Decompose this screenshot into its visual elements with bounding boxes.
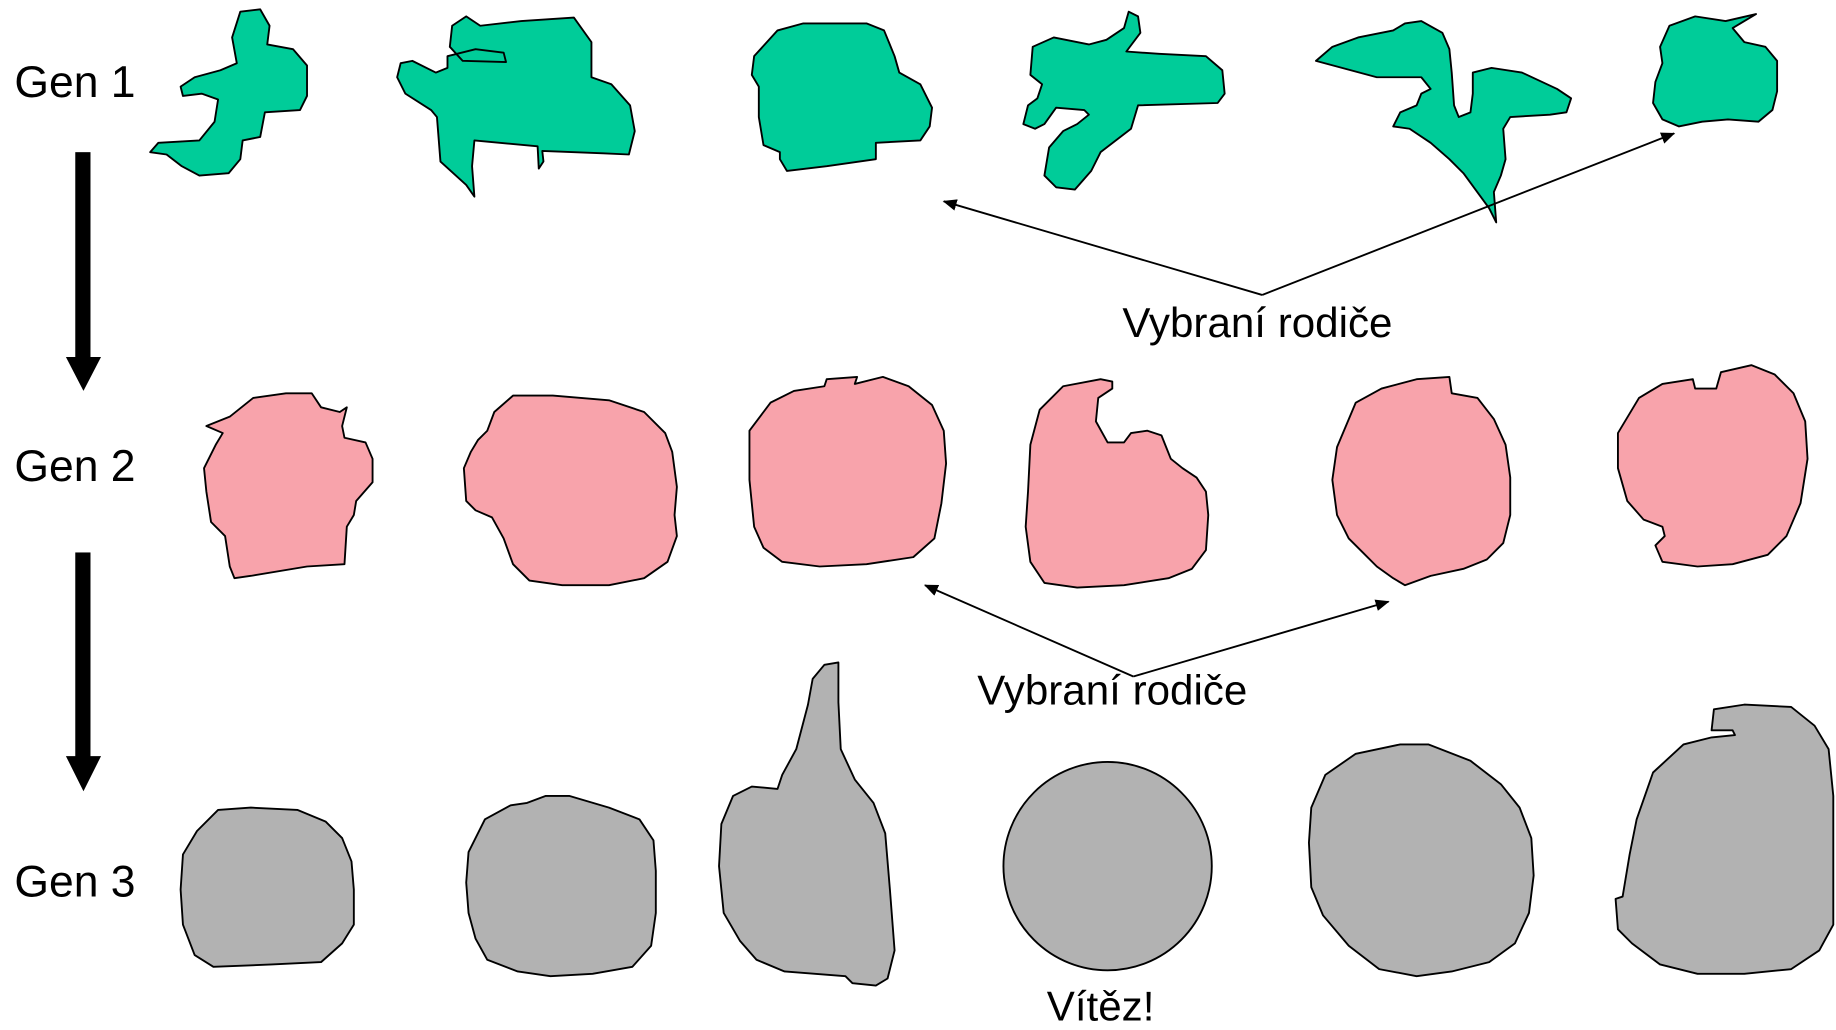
gen3-label: Gen 3 — [14, 858, 135, 907]
gen3-shape-1 — [181, 808, 354, 967]
gen2-shape-5 — [1332, 377, 1510, 585]
gen1-label: Gen 1 — [14, 58, 135, 107]
gen1-parents-label: Vybraní rodiče — [1122, 299, 1392, 346]
gen1-shape-1 — [150, 9, 307, 175]
generation-arrow-2 — [66, 552, 101, 791]
gen2-shape-6 — [1618, 365, 1808, 566]
gen3-shape-5 — [1309, 744, 1534, 976]
gen2-shape-1 — [204, 393, 373, 578]
gen1-shape-4 — [1023, 12, 1224, 190]
gen1-shape-6 — [1653, 14, 1777, 126]
gen2-parent-arrow-left — [925, 585, 1133, 676]
winner-label: Vítěz! — [1047, 983, 1155, 1030]
gen1-shape-3 — [752, 23, 932, 170]
gen2-label: Gen 2 — [14, 442, 135, 491]
gen2-shape-3 — [749, 377, 946, 567]
gen1-shape-2 — [397, 16, 635, 196]
gen2-parents-label: Vybraní rodiče — [977, 667, 1247, 714]
gen3-shape-3 — [719, 662, 895, 985]
gen2-shape-2 — [464, 396, 677, 586]
gen2-parent-arrow-right — [1133, 602, 1388, 677]
gen2-shape-4 — [1026, 379, 1209, 587]
generation-arrow-1 — [66, 152, 101, 391]
gen1-parent-arrow-left — [944, 201, 1262, 295]
gen3-shape-4-winner — [1003, 762, 1211, 970]
gen1-shape-5 — [1316, 21, 1571, 222]
gen3-shape-2 — [466, 796, 656, 976]
gen2-parent-arrows — [925, 585, 1389, 676]
gen3-shape-6 — [1616, 705, 1834, 974]
